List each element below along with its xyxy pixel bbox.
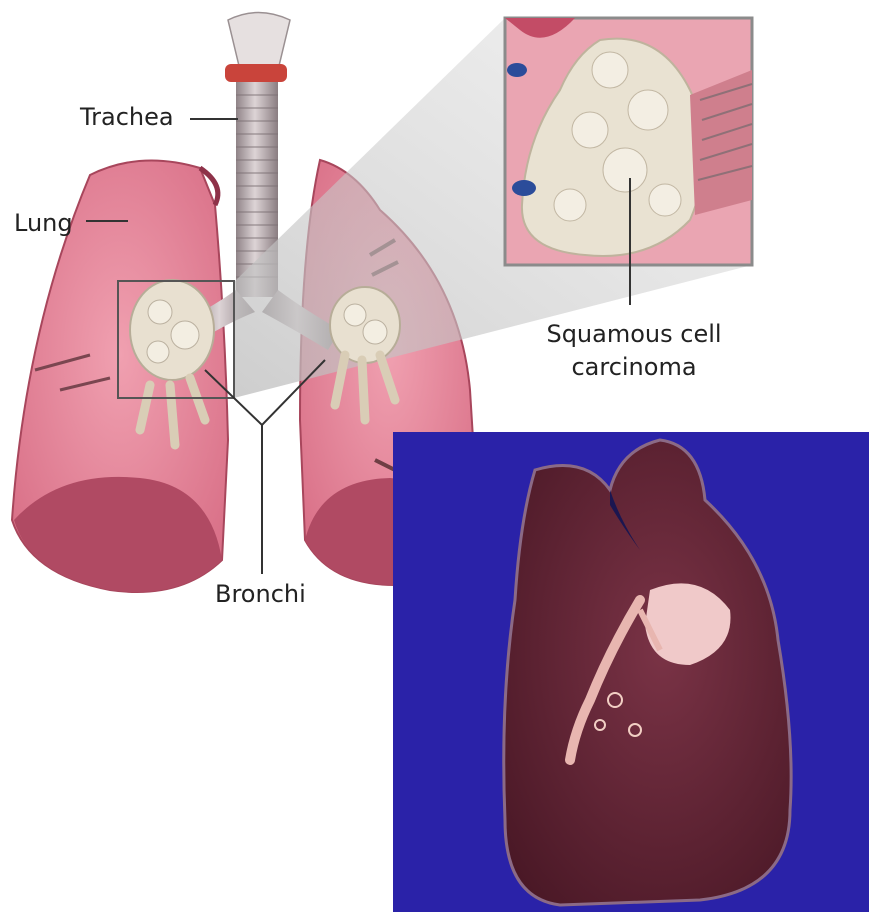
label-squamous-cell-carcinoma: Squamous cell carcinoma: [544, 318, 724, 384]
label-scc-line1: Squamous cell: [544, 318, 724, 351]
specimen-photo: [393, 432, 869, 912]
tumor-left: [130, 280, 214, 445]
label-lung: Lung: [14, 209, 73, 237]
label-trachea: Trachea: [80, 103, 174, 131]
label-bronchi: Bronchi: [215, 580, 306, 608]
label-scc-line2: carcinoma: [544, 351, 724, 384]
inset-magnified-view: [505, 18, 752, 265]
